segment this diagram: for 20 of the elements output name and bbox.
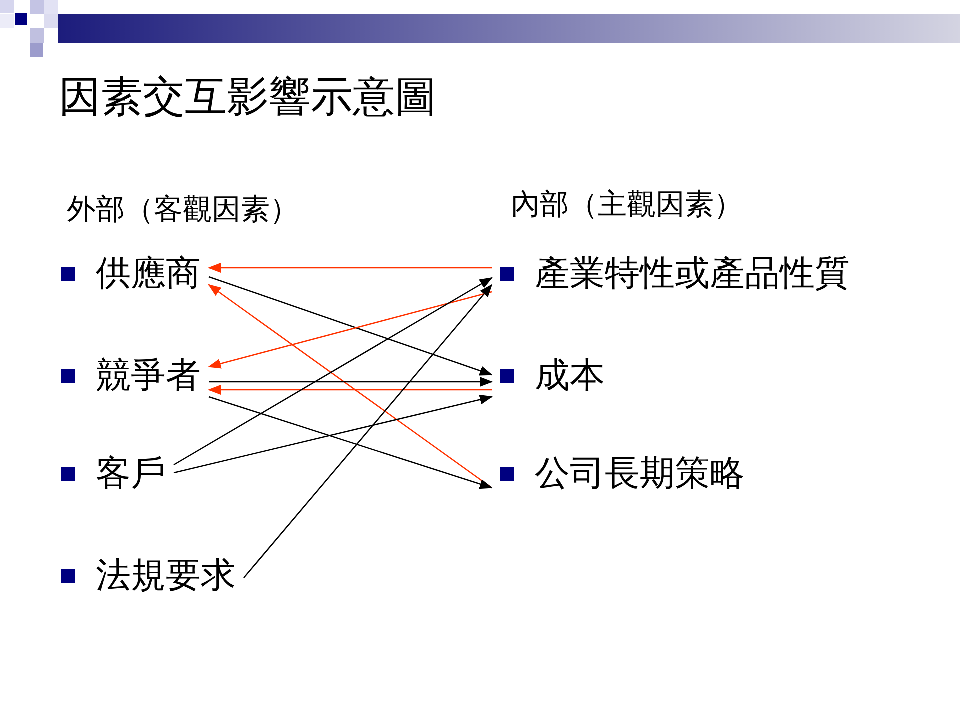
- column-heading: 內部（主觀因素）: [511, 188, 743, 222]
- arrow: [208, 284, 492, 489]
- arrow: [244, 284, 493, 578]
- factor-label: 競爭者: [96, 356, 201, 396]
- factor-label: 公司長期策略: [535, 454, 745, 494]
- arrow: [174, 394, 493, 474]
- arrow: [174, 277, 493, 466]
- factor-label: 客戶: [96, 454, 166, 494]
- arrow: [208, 276, 493, 376]
- arrow: [208, 291, 492, 369]
- arrow: [208, 263, 492, 273]
- factor-label: 產業特性或產品性質: [535, 254, 850, 294]
- slide-title: 因素交互影響示意圖: [59, 74, 437, 122]
- factor-label: 成本: [535, 356, 605, 396]
- column-heading: 外部（客觀因素）: [67, 193, 299, 227]
- factor-label: 供應商: [96, 254, 201, 294]
- arrow: [209, 377, 493, 387]
- factor-label: 法規要求: [96, 556, 236, 596]
- arrow: [208, 396, 493, 490]
- arrow: [208, 385, 492, 395]
